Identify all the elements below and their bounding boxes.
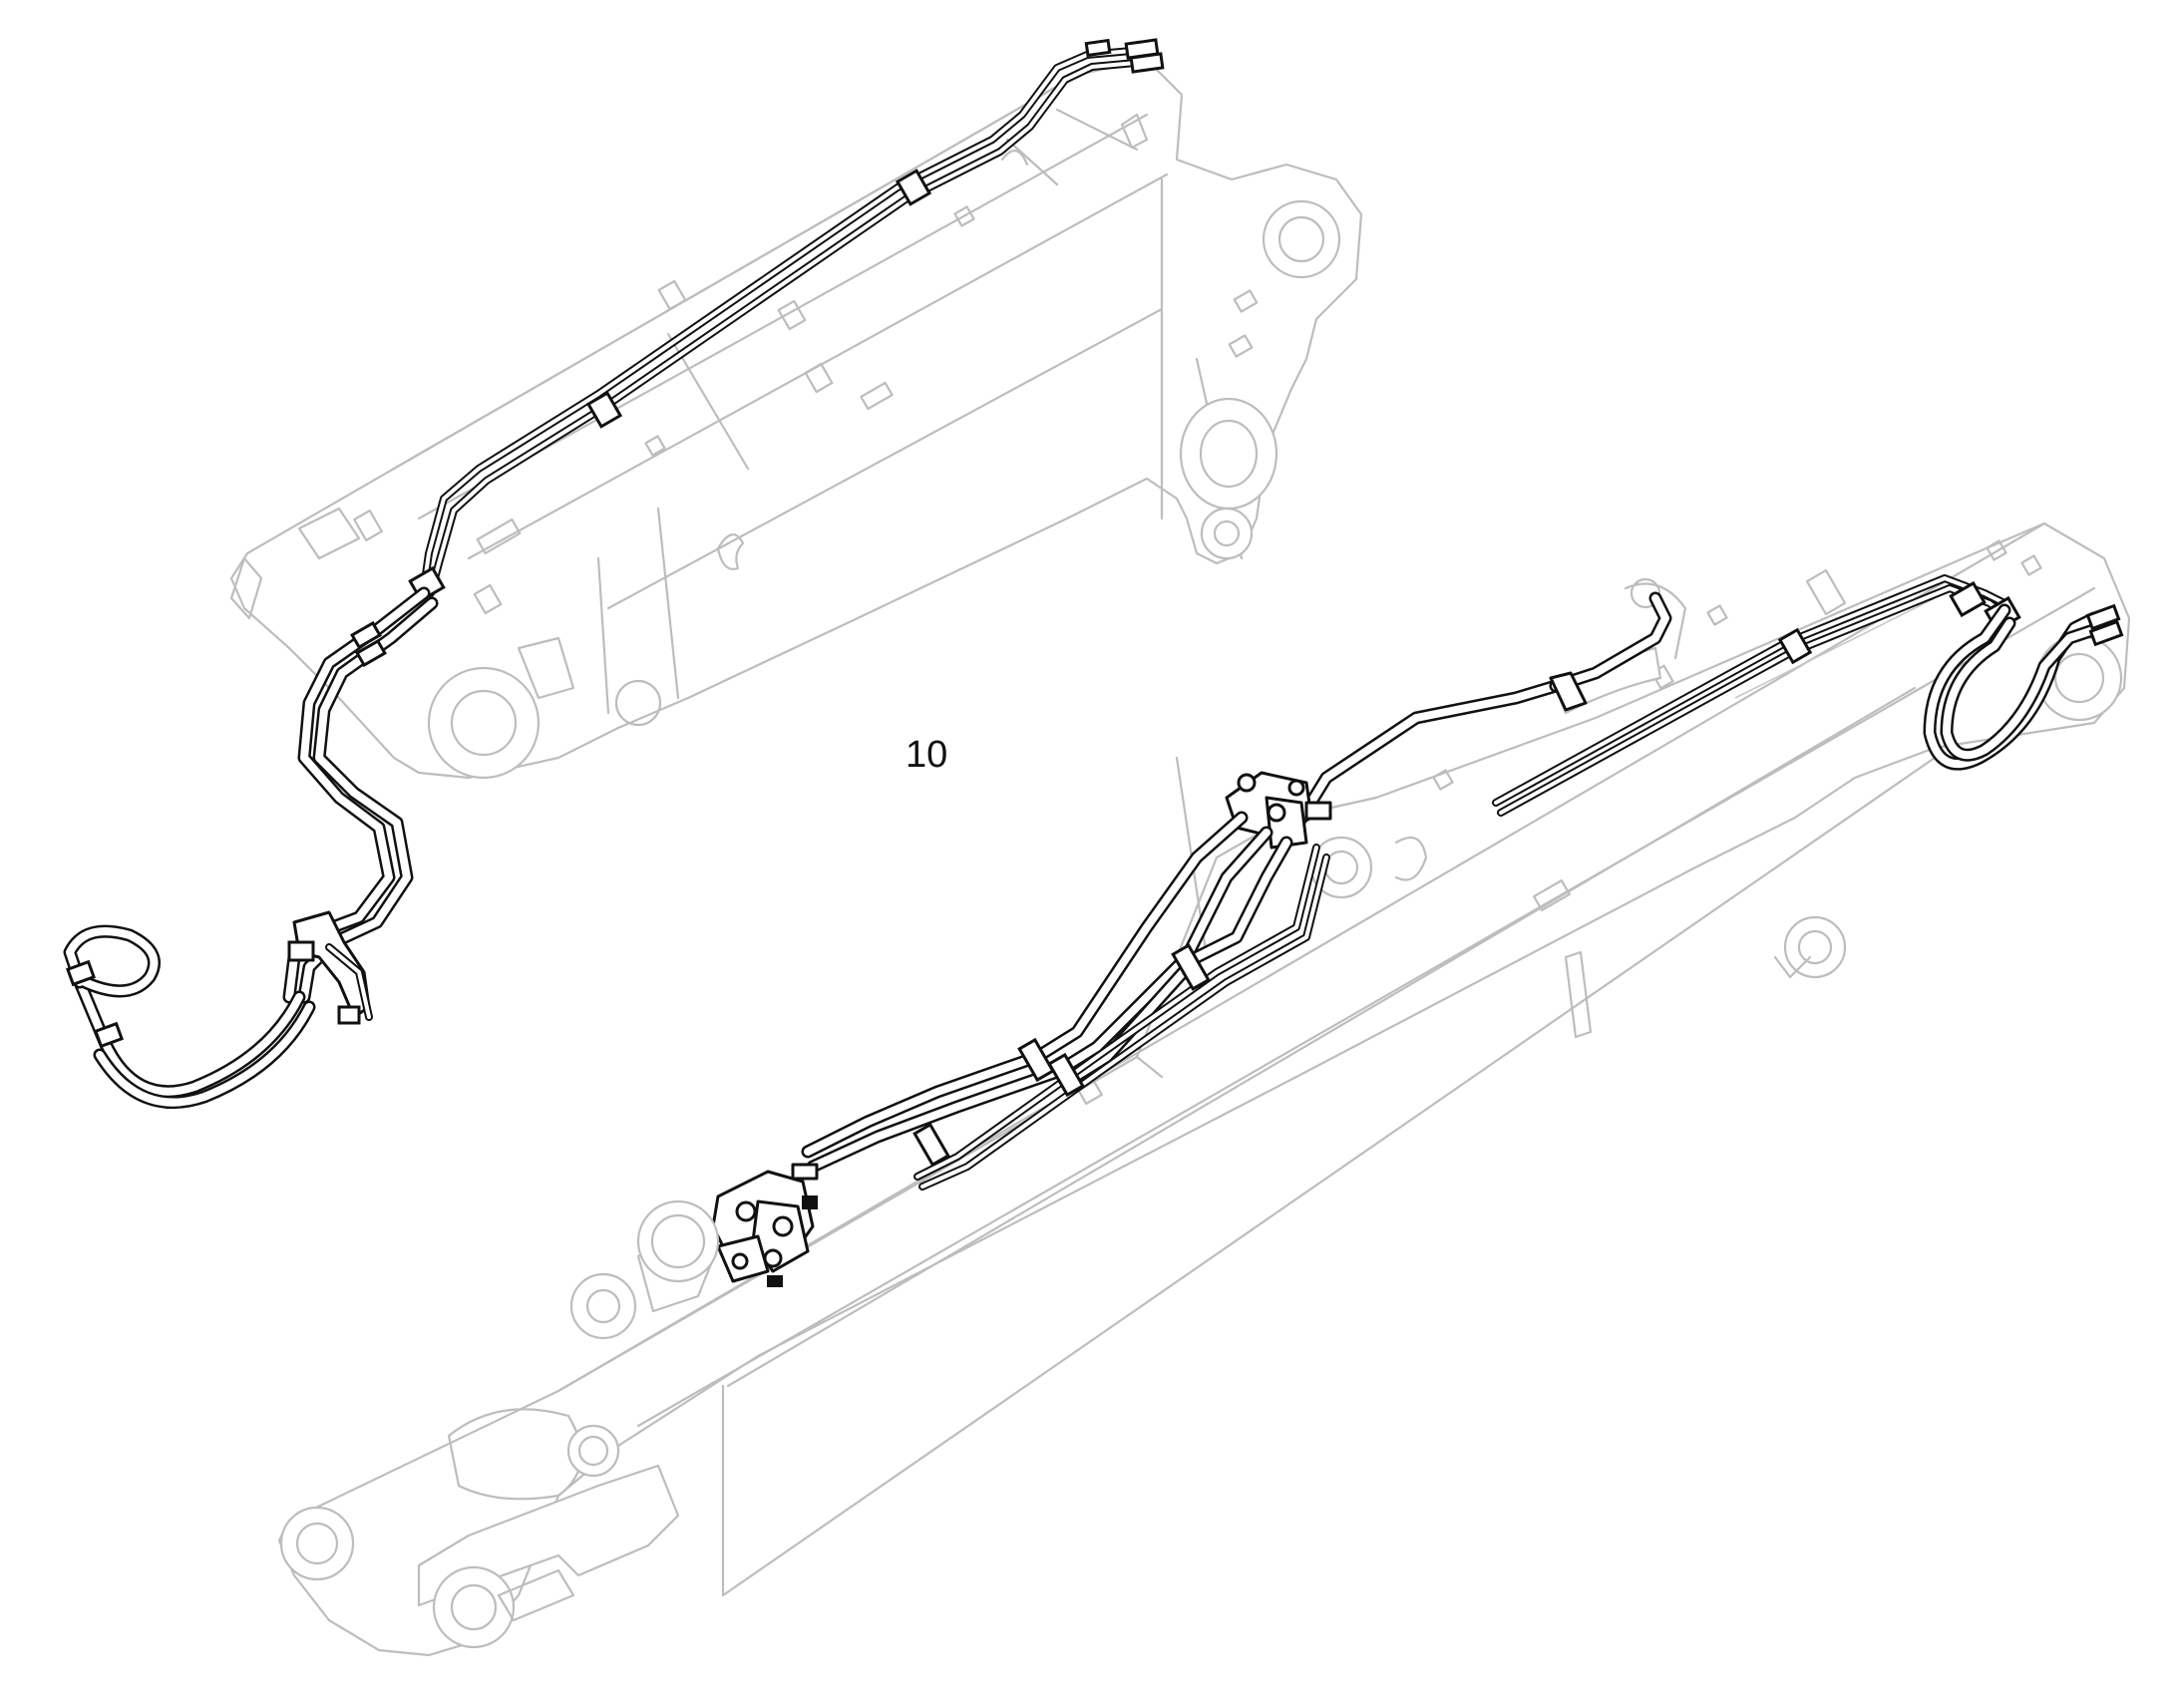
lower-valve-block — [711, 1163, 819, 1287]
arm-hydraulic-lines — [636, 574, 2124, 1287]
lower-arm-outline — [277, 521, 2131, 1657]
boom-hydraulic-lines — [63, 38, 1165, 1110]
upper-boom-outline — [229, 58, 1363, 780]
part-number-label: 10 — [906, 734, 948, 776]
upper-valve-block — [1225, 771, 1332, 850]
